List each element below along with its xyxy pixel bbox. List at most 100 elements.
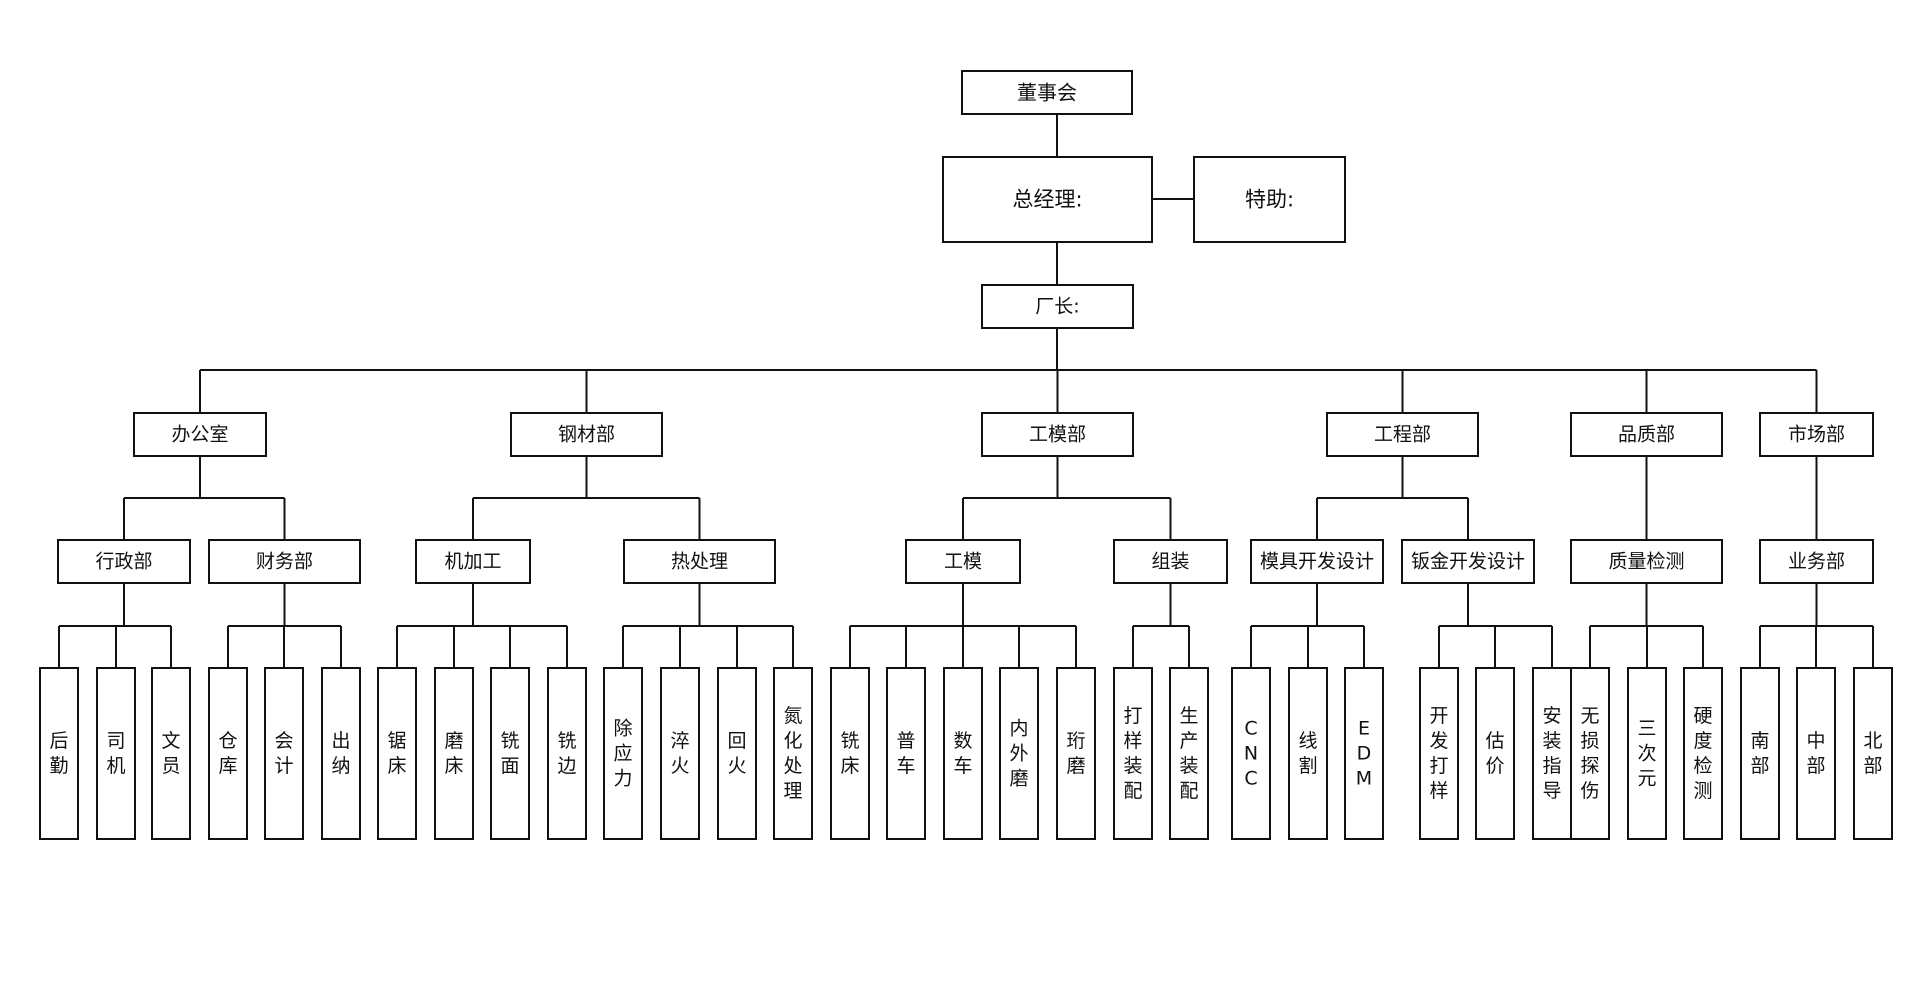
department-node-box [510,412,663,457]
role-node: 三次元 [1627,667,1667,840]
role-node-label: 铣床 [840,730,859,777]
department-node: 市场部 [1759,412,1874,457]
role-node-label: 磨床 [444,730,463,777]
unit-node: 组装 [1113,539,1228,584]
role-node-label: 出纳 [331,730,350,777]
role-node-box [1532,667,1572,840]
role-node: 后勤 [39,667,79,840]
role-node: 普车 [886,667,926,840]
role-node-label: 铣面 [500,730,519,777]
role-node-label: 三次元 [1637,718,1656,790]
plant-manager-node-label: 厂长: [1035,296,1079,318]
role-node-label: 数车 [953,730,972,777]
role-node: 除应力 [603,667,643,840]
role-node: 安装指导 [1532,667,1572,840]
department-node-label: 市场部 [1788,424,1845,446]
unit-node-box [415,539,531,584]
department-node: 办公室 [133,412,267,457]
department-node-box [981,412,1134,457]
unit-node-box [1570,539,1723,584]
unit-node: 质量检测 [1570,539,1723,584]
plant-manager-node: 厂长: [981,284,1134,329]
role-node-label: 开发打样 [1429,705,1448,802]
role-node-box [1344,667,1384,840]
role-node-label: 安装指导 [1542,705,1561,802]
department-node-label: 办公室 [171,424,228,446]
role-node: 氮化处理 [773,667,813,840]
role-node-box [943,667,983,840]
department-node-box [1326,412,1479,457]
role-node-box [1288,667,1328,840]
role-node-box [1683,667,1723,840]
board-node-label: 董事会 [1017,81,1077,105]
role-node-box [434,667,474,840]
role-node-box [1169,667,1209,840]
unit-node-label: 模具开发设计 [1260,551,1374,573]
role-node-box [1113,667,1153,840]
unit-node: 钣金开发设计 [1401,539,1535,584]
department-node-box [1570,412,1723,457]
role-node-box [264,667,304,840]
role-node: 出纳 [321,667,361,840]
general-manager-node: 总经理: [942,156,1153,243]
unit-node-box [1401,539,1535,584]
unit-node: 财务部 [208,539,361,584]
assistant-node-label: 特助: [1245,188,1294,212]
department-node: 工程部 [1326,412,1479,457]
role-node-label: 内外磨 [1009,718,1028,790]
department-node-label: 工模部 [1029,424,1086,446]
role-node: 无损探伤 [1570,667,1610,840]
department-node-label: 品质部 [1618,424,1675,446]
role-node-box [1740,667,1780,840]
unit-node: 机加工 [415,539,531,584]
role-node-label: 会计 [274,730,293,777]
unit-node-label: 行政部 [95,551,152,573]
unit-node-label: 钣金开发设计 [1411,551,1525,573]
role-node-box [1796,667,1836,840]
unit-node-box [208,539,361,584]
role-node: 仓库 [208,667,248,840]
role-node-label: 北部 [1863,730,1882,777]
department-node: 工模部 [981,412,1134,457]
role-node-box [999,667,1039,840]
role-node-box [1627,667,1667,840]
unit-node-label: 热处理 [671,551,728,573]
role-node-box [1419,667,1459,840]
role-node-box [1570,667,1610,840]
role-node: 打样装配 [1113,667,1153,840]
role-node-label: 仓库 [218,730,237,777]
role-node: 中部 [1796,667,1836,840]
unit-node: 模具开发设计 [1250,539,1384,584]
role-node-box [1231,667,1271,840]
role-node-box [96,667,136,840]
role-node-label: 文员 [161,730,180,777]
role-node-label: 珩磨 [1066,730,1085,777]
role-node-label: 无损探伤 [1580,705,1599,802]
role-node-label: 线割 [1298,730,1317,777]
role-node-label: 后勤 [49,730,68,777]
connector-lines [58,114,1874,668]
role-node: 开发打样 [1419,667,1459,840]
role-node: 回火 [717,667,757,840]
role-node-box [830,667,870,840]
chart-nodes: 董事会总经理:特助:厂长:办公室行政部后勤司机文员财务部仓库会计出纳钢材部机加工… [39,70,1893,840]
role-node: 线割 [1288,667,1328,840]
unit-node-box [57,539,191,584]
department-node: 钢材部 [510,412,663,457]
role-node-label: 生产装配 [1179,705,1198,802]
unit-node: 业务部 [1759,539,1874,584]
plant-manager-node-box [981,284,1134,329]
department-node: 品质部 [1570,412,1723,457]
role-node-box [717,667,757,840]
role-node-label: 淬火 [670,730,689,777]
general-manager-node-box [942,156,1153,243]
role-node: 磨床 [434,667,474,840]
role-node-box [886,667,926,840]
role-node: 铣床 [830,667,870,840]
department-node-label: 钢材部 [558,424,615,446]
assistant-node: 特助: [1193,156,1346,243]
role-node: 北部 [1853,667,1893,840]
